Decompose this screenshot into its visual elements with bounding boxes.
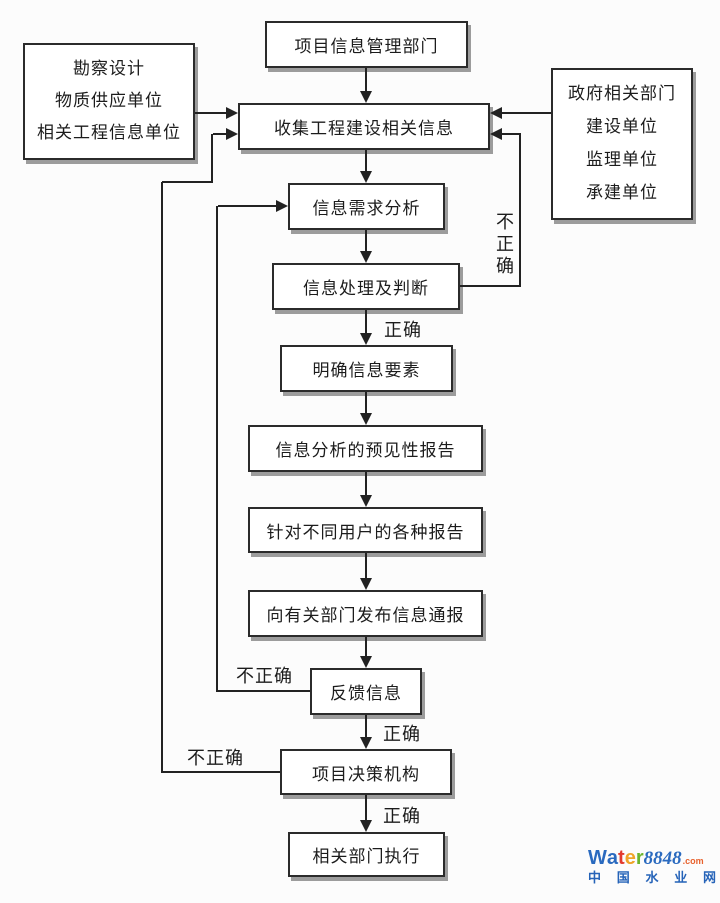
logo-letter: W xyxy=(588,847,607,869)
node-line: 监理单位 xyxy=(586,150,658,170)
edge-decision-incorrect-h1 xyxy=(162,771,280,773)
node-label: 信息处理及判断 xyxy=(303,279,429,298)
logo-letter: r xyxy=(635,847,644,869)
logo-letter: t xyxy=(618,847,625,869)
node-label: 明确信息要素 xyxy=(312,361,421,380)
label-correct-process: 正确 xyxy=(384,320,422,340)
arrowhead-leftbox-to-collect xyxy=(226,107,238,119)
edge-publish-to-feedback xyxy=(365,637,367,659)
node-line: 勘察设计 xyxy=(73,58,145,78)
logo-site-char: 水 xyxy=(645,870,659,885)
edge-reports-to-publish xyxy=(365,553,367,581)
arrowhead-decision-incorrect xyxy=(226,128,238,140)
arrowhead-process-to-clarify xyxy=(360,333,372,345)
label-correct-feedback: 正确 xyxy=(383,724,421,744)
node-decision-body: 项目决策机构 xyxy=(280,749,452,795)
logo-site-char: 国 xyxy=(616,870,630,885)
logo-site-char: 业 xyxy=(674,870,688,885)
arrowhead-publish-to-feedback xyxy=(360,656,372,668)
node-clarify-elements: 明确信息要素 xyxy=(280,345,453,392)
node-label: 相关部门执行 xyxy=(312,847,421,866)
logo-site-char: 网 xyxy=(702,870,716,885)
edge-feedback-incorrect-v xyxy=(216,206,218,692)
node-line: 相关工程信息单位 xyxy=(37,123,181,143)
node-dept-execute: 相关部门执行 xyxy=(288,832,445,877)
node-project-info-dept: 项目信息管理部门 xyxy=(265,21,468,68)
node-publish-notice: 向有关部门发布信息通报 xyxy=(248,590,483,637)
node-demand-analysis: 信息需求分析 xyxy=(288,183,445,230)
node-user-reports: 针对不同用户的各种报告 xyxy=(248,507,483,553)
edge-feedback-incorrect-h1 xyxy=(217,690,310,692)
arrowhead-collect-to-demand xyxy=(360,171,372,183)
arrowhead-clarify-to-forecast xyxy=(360,413,372,425)
arrowhead-forecast-to-reports xyxy=(360,495,372,507)
edge-decision-incorrect-h2 xyxy=(162,181,213,183)
edge-demand-to-process xyxy=(365,230,367,254)
node-line: 物质供应单位 xyxy=(55,91,163,111)
logo-letter: e xyxy=(624,847,636,869)
edge-clarify-to-forecast xyxy=(365,392,367,416)
label-incorrect-decision: 不正确 xyxy=(187,748,244,768)
node-label: 信息需求分析 xyxy=(312,199,421,218)
arrowhead-decision-to-execute xyxy=(360,820,372,832)
label-incorrect-feedback: 不正确 xyxy=(236,666,293,686)
node-line: 建设单位 xyxy=(586,117,658,137)
node-line: 政府相关部门 xyxy=(568,84,676,104)
node-label: 向有关部门发布信息通报 xyxy=(266,606,465,625)
label-incorrect-process: 不正确 xyxy=(494,212,514,278)
edge-decision-incorrect-v2 xyxy=(211,134,213,183)
water8848-logo: W a t e r 8848 .com 中 国 水 业 网 xyxy=(588,848,720,884)
edge-decision-incorrect-h3 xyxy=(213,133,226,135)
logo-site-name: 中 国 水 业 网 xyxy=(588,871,716,884)
arrowhead-demand-to-process xyxy=(360,251,372,263)
logo-com-suffix: .com xyxy=(682,856,704,866)
edge-forecast-to-reports xyxy=(365,472,367,498)
edge-feedback-incorrect-h2 xyxy=(218,205,276,207)
node-label: 项目决策机构 xyxy=(312,764,420,784)
logo-letter: a xyxy=(606,847,619,869)
node-label: 收集工程建设相关信息 xyxy=(274,119,454,138)
node-label: 项目信息管理部门 xyxy=(294,37,439,56)
logo-number: 8848 xyxy=(643,848,682,869)
arrowhead-feedback-incorrect xyxy=(276,200,288,212)
edge-leftbox-to-collect xyxy=(195,112,227,114)
arrowhead-reports-to-publish xyxy=(360,578,372,590)
node-label: 信息分析的预见性报告 xyxy=(275,441,456,460)
node-external-sources-right: 政府相关部门 建设单位 监理单位 承建单位 xyxy=(551,68,693,220)
edge-decision-to-execute xyxy=(365,795,367,823)
node-label: 反馈信息 xyxy=(330,684,402,703)
node-process-judge: 信息处理及判断 xyxy=(272,263,460,310)
node-line: 承建单位 xyxy=(586,183,658,203)
logo-site-char: 中 xyxy=(588,870,602,885)
edge-rightbox-to-collect xyxy=(502,112,551,114)
arrowhead-feedback-to-decision xyxy=(360,737,372,749)
edge-decision-incorrect-v1 xyxy=(161,182,163,773)
edge-feedback-to-decision xyxy=(365,715,367,740)
arrowhead-process-incorrect xyxy=(490,128,502,140)
edge-collect-to-demand xyxy=(365,150,367,174)
arrowhead-top-to-collect xyxy=(360,91,372,103)
arrowhead-rightbox-to-collect xyxy=(490,107,502,119)
edge-top-to-collect xyxy=(365,68,367,94)
edge-process-incorrect-v xyxy=(519,134,521,287)
logo-brand-row: W a t e r 8848 .com xyxy=(588,848,720,868)
node-collect-info: 收集工程建设相关信息 xyxy=(238,103,490,150)
node-feedback-info: 反馈信息 xyxy=(310,668,422,715)
edge-process-incorrect-h1 xyxy=(460,285,521,287)
node-external-sources-left: 勘察设计 物质供应单位 相关工程信息单位 xyxy=(23,43,195,160)
node-label: 针对不同用户的各种报告 xyxy=(266,522,465,542)
label-correct-decision: 正确 xyxy=(383,806,421,826)
edge-process-incorrect-h2 xyxy=(502,133,521,135)
node-forecast-report: 信息分析的预见性报告 xyxy=(248,425,483,472)
edge-process-to-clarify xyxy=(365,310,367,336)
